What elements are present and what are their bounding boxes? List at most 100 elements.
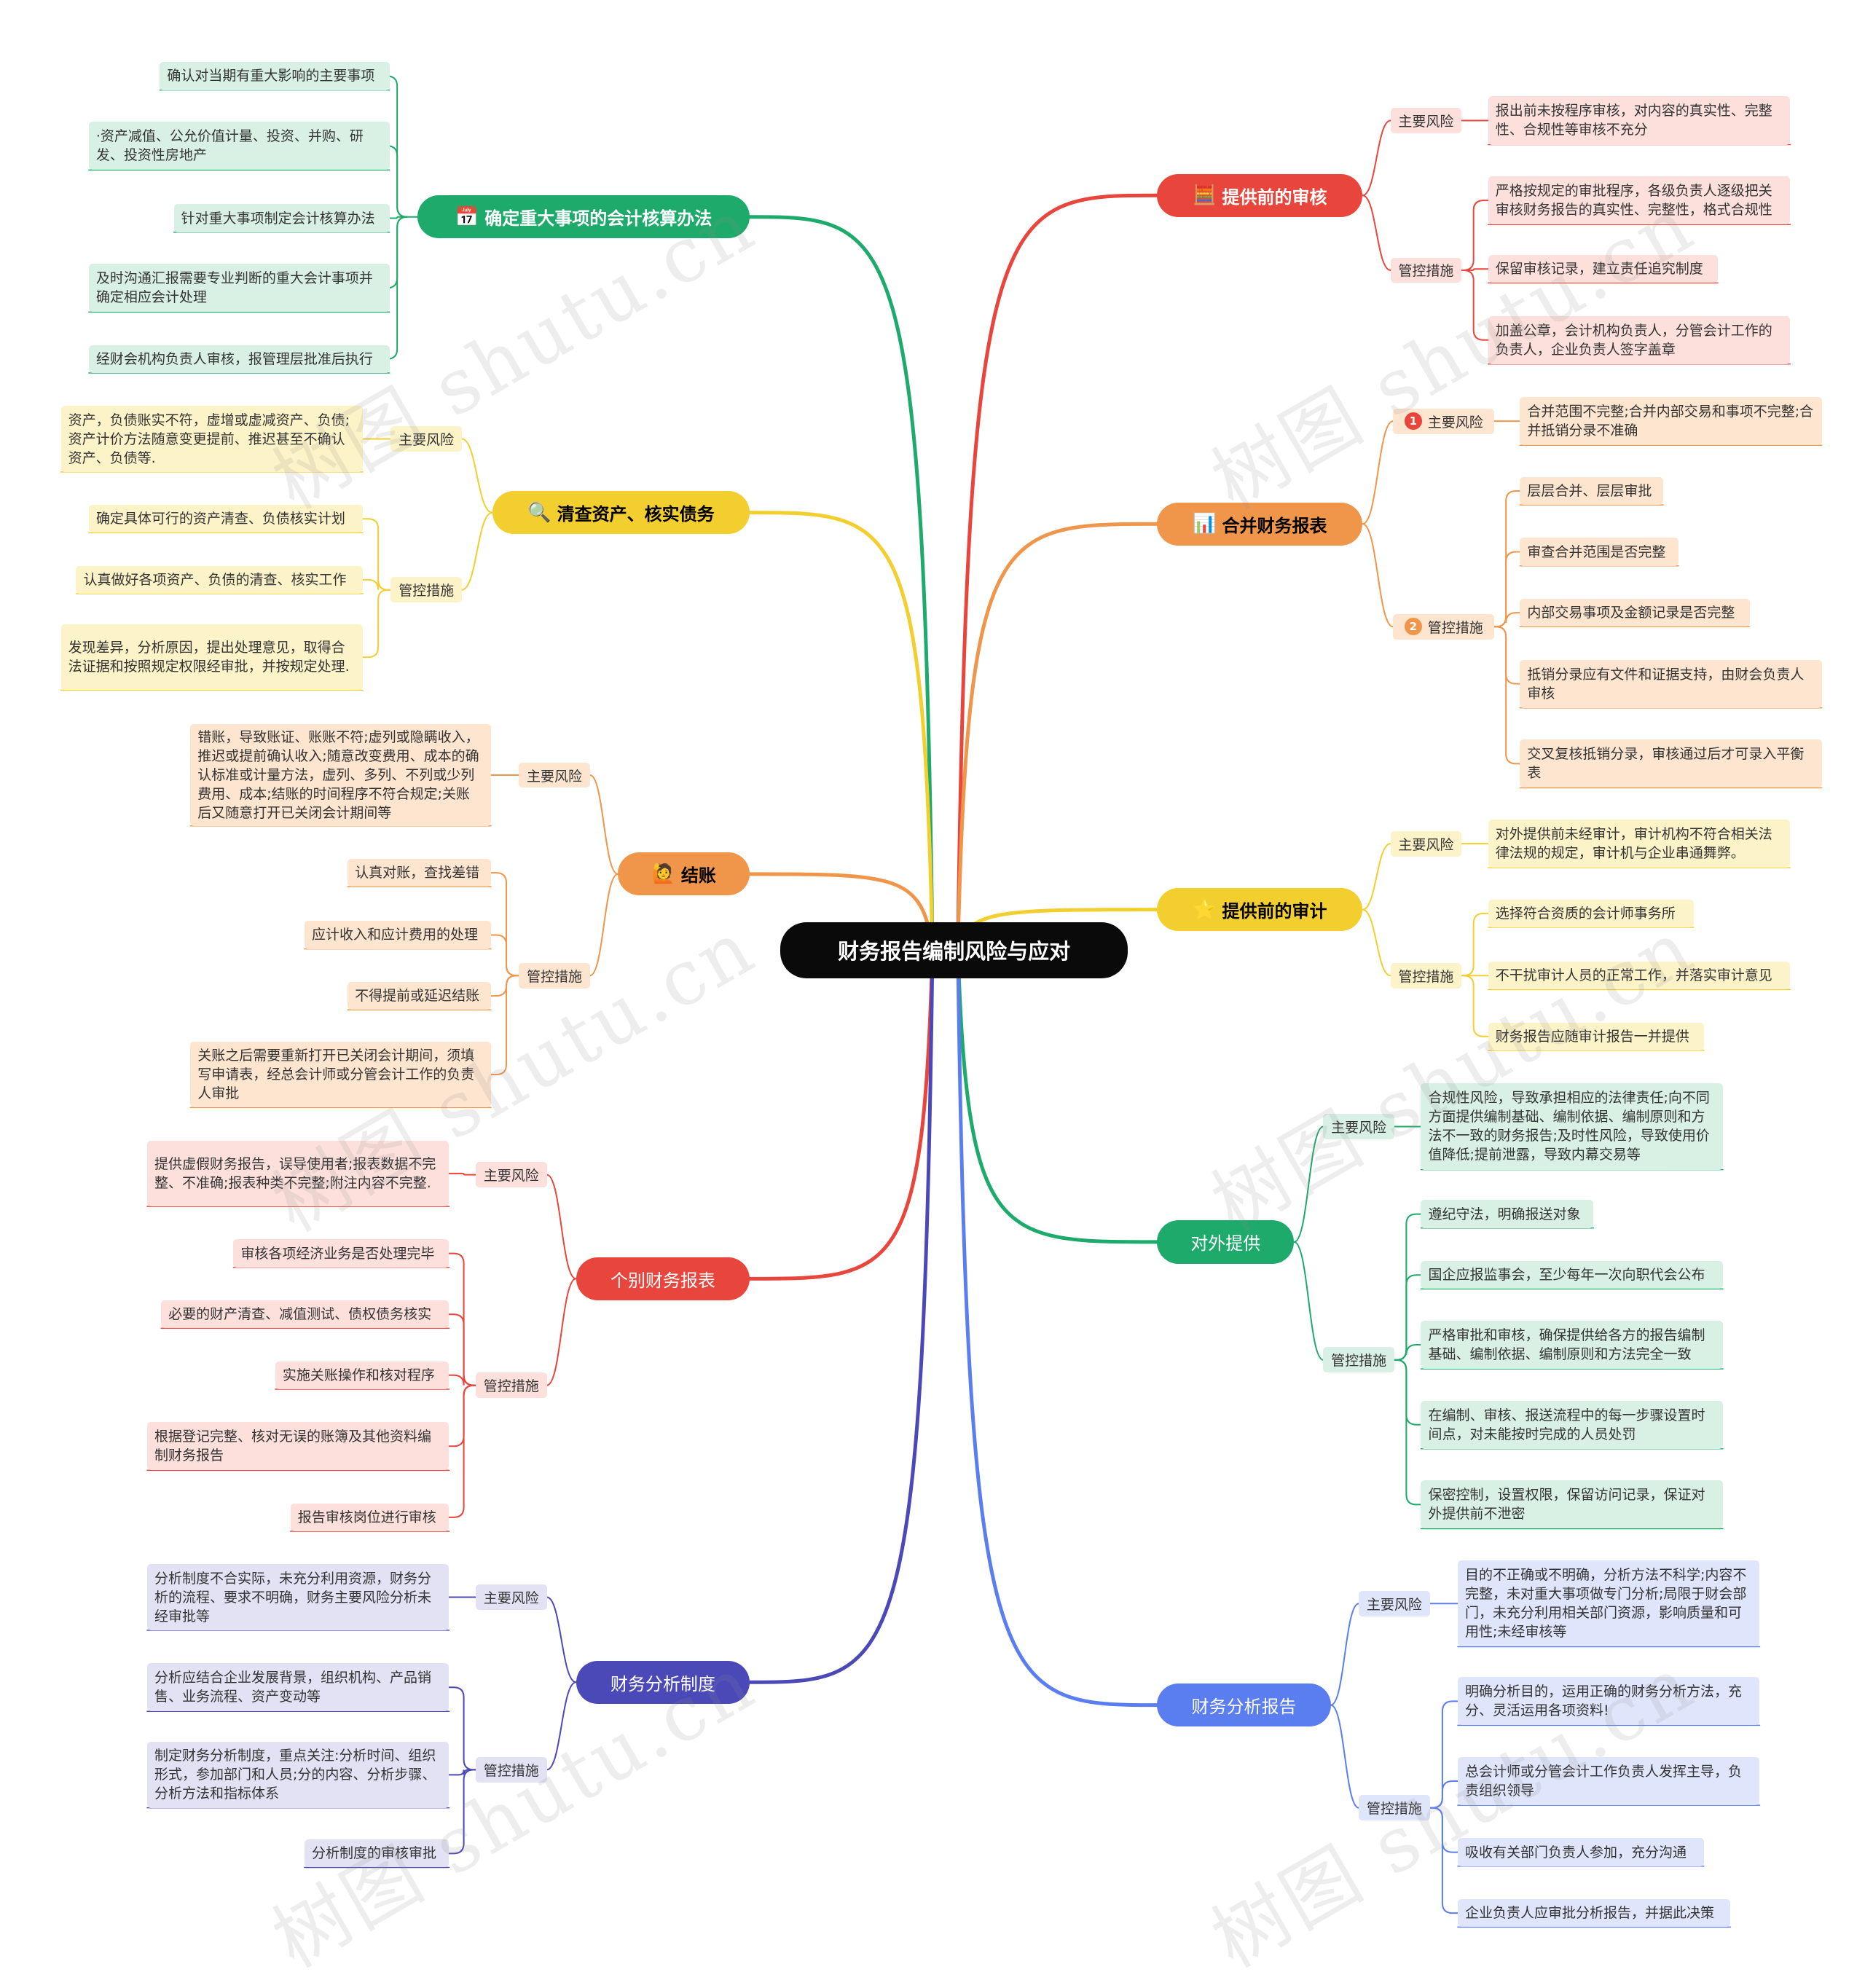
leaf-topic[interactable]: 审核各项经济业务是否处理完毕 [233, 1239, 449, 1268]
leaf-topic[interactable]: 确定具体可行的资产清查、负债核实计划 [88, 505, 364, 533]
leaf-topic[interactable]: 抵销分录应有文件和证据支持，由财会负责人审核 [1520, 659, 1822, 708]
leaf-text: 不干扰审计人员的正常工作，并落实审计意见 [1495, 967, 1772, 984]
leaf-text: 在编制、审核、报送流程中的每一步骤设置时间点，对未能按时完成的人员处罚 [1428, 1407, 1705, 1442]
leaf-topic[interactable]: 选择符合资质的会计师事务所 [1488, 899, 1694, 928]
leaf-connector [1393, 1359, 1422, 1506]
leaf-topic[interactable]: 总会计师或分管会计工作负责人发挥主导，负责组织领导 [1457, 1756, 1760, 1806]
leaf-text: 制定财务分析制度，重点关注:分析时间、组织形式，参加部门和人员;分的内容、分析步… [154, 1748, 436, 1802]
branch-topic[interactable]: 🧮提供前的审核 [1157, 173, 1363, 217]
number-badge: 1 [1404, 412, 1422, 431]
leaf-topic[interactable]: 资产，负债账实不符，虚增或虚减资产、负债;资产计价方法随意变更提前、推迟甚至不确… [60, 406, 364, 472]
leaf-topic[interactable]: 认真做好各项资产、负债的清查、核实工作 [76, 565, 364, 594]
leaf-topic[interactable]: 错账，导致账证、账账不符;虚列或隐瞒收入，推迟或提前确认收入;随意改变费用、成本… [190, 724, 491, 826]
leaf-topic[interactable]: 严格审批和审核，确保提供给各方的报告编制基础、编制依据、编制原则和方法完全一致 [1421, 1320, 1723, 1370]
branch-topic[interactable]: ⭐提供前的审计 [1157, 888, 1363, 932]
leaf-text: 及时沟通汇报需要专业判断的重大会计事项并确定相应会计处理 [95, 270, 373, 306]
leaf-topic[interactable]: 交叉复核抵销分录，审核通过后才可录入平衡表 [1520, 739, 1822, 788]
branch-topic[interactable]: 📅确定重大事项的会计核算办法 [417, 195, 750, 239]
leaf-topic[interactable]: 发现差异，分析原因，提出处理意见，取得合法证据和按照规定权限经审批，并按规定处理… [60, 624, 364, 691]
sub-topic-label: 管控措施 [1427, 619, 1483, 636]
branch-topic[interactable]: 🔍清查资产、核实债务 [492, 490, 750, 535]
leaf-connector [1493, 490, 1521, 628]
branch-topic[interactable]: 个别财务报表 [576, 1257, 750, 1301]
leaf-topic[interactable]: 合并范围不完整;合并内部交易和事项不完整;合并抵销分录不准确 [1520, 397, 1822, 446]
leaf-text: 层层合并、层层审批 [1527, 482, 1652, 499]
leaf-text: 目的不正确或不明确，分析方法不科学;内容不完整，未对重大事项做专门分析;局限于财… [1464, 1567, 1747, 1641]
leaf-topic[interactable]: 明确分析目的，运用正确的财务分析方法，充分、灵活运用各项资料! [1457, 1677, 1760, 1726]
leaf-topic[interactable]: 制定财务分析制度，重点关注:分析时间、组织形式，参加部门和人员;分的内容、分析步… [147, 1742, 449, 1808]
sub-topic[interactable]: 管控措施 [519, 962, 590, 989]
leaf-topic[interactable]: 应计收入和应计费用的处理 [304, 921, 491, 949]
sub-topic-label: 管控措施 [483, 1762, 539, 1779]
leaf-topic[interactable]: 经财会机构负责人审核，报管理层批准后执行 [88, 345, 390, 373]
leaf-topic[interactable]: 国企应报监事会，至少每年一次向职代会公布 [1421, 1261, 1723, 1289]
leaf-topic[interactable]: 严格按规定的审批程序，各级负责人逐级把关审核财务报告的真实性、完整性，格式合规性 [1488, 176, 1791, 225]
leaf-topic[interactable]: 目的不正确或不明确，分析方法不科学;内容不完整，未对重大事项做专门分析;局限于财… [1457, 1560, 1760, 1647]
sub-topic[interactable]: 1 主要风险 [1393, 408, 1495, 434]
leaf-topic[interactable]: 分析制度的审核审批 [304, 1839, 449, 1868]
branch-topic[interactable]: 🙋结账 [618, 852, 750, 896]
leaf-text: 提供虚假财务报告，误导使用者;报表数据不完整、不准确;报表种类不完整;附注内容不… [154, 1155, 436, 1191]
leaf-topic[interactable]: 根据登记完整、核对无误的账簿及其他资料编制财务报告 [147, 1422, 449, 1471]
leaf-topic[interactable]: 关账之后需要重新打开已关闭会计期间，须填写申请表，经总会计师或分管会计工作的负责… [190, 1041, 491, 1108]
leaf-topic[interactable]: 财务报告应随审计报告一并提供 [1488, 1022, 1704, 1050]
sub-topic[interactable]: 管控措施 [476, 1372, 547, 1399]
branch-topic[interactable]: 财务分析制度 [576, 1660, 750, 1704]
leaf-topic[interactable]: 必要的财产清查、减值测试、债权债务核实 [161, 1300, 449, 1329]
leaf-connector [490, 975, 520, 997]
leaf-topic[interactable]: 吸收有关部门负责人参加，充分沟通 [1457, 1838, 1704, 1866]
leaf-connector [490, 872, 520, 977]
sub-topic[interactable]: 主要风险 [1323, 1114, 1394, 1139]
leaf-topic[interactable]: 层层合并、层层审批 [1520, 476, 1664, 506]
leaf-topic[interactable]: ·资产减值、公允价值计量、投资、并购、研发、投资性房地产 [88, 122, 390, 170]
sub-topic[interactable]: 主要风险 [476, 1584, 547, 1610]
leaf-text: 内部交易事项及金额记录是否完整 [1527, 605, 1735, 621]
leaf-topic[interactable]: 对外提供前未经审计，审计机构不符合相关法律法规的规定，审计机与企业串通舞弊。 [1488, 820, 1791, 868]
leaf-text: 企业负责人应审批分析报告，并据此决策 [1464, 1905, 1714, 1922]
leaf-topic[interactable]: 提供虚假财务报告，误导使用者;报表数据不完整、不准确;报表种类不完整;附注内容不… [147, 1140, 449, 1207]
sub-topic[interactable]: 管控措施 [390, 577, 462, 603]
sub-topic[interactable]: 主要风险 [1390, 108, 1462, 133]
leaf-topic[interactable]: 及时沟通汇报需要专业判断的重大会计事项并确定相应会计处理 [88, 264, 390, 313]
sub-topic[interactable]: 管控措施 [1323, 1347, 1394, 1373]
leaf-topic[interactable]: 报出前未按程序审核，对内容的真实性、完整性、合规性等审核不充分 [1488, 96, 1791, 145]
branch-topic[interactable]: 📊合并财务报表 [1157, 502, 1363, 546]
sub-topic[interactable]: 主要风险 [1390, 830, 1462, 857]
sub-topic[interactable]: 主要风险 [1359, 1590, 1430, 1616]
leaf-topic[interactable]: 认真对账，查找差错 [348, 858, 491, 887]
leaf-topic[interactable]: 遵纪守法，明确报送对象 [1421, 1200, 1594, 1228]
leaf-topic[interactable]: 不得提前或延迟结账 [348, 981, 491, 1010]
sub-topic[interactable]: 主要风险 [390, 426, 462, 452]
leaf-topic[interactable]: 加盖公章，会计机构负责人，分管会计工作的负责人，企业负责人签字盖章 [1488, 315, 1791, 364]
leaf-topic[interactable]: 报告审核岗位进行审核 [290, 1503, 449, 1531]
branch-topic[interactable]: 财务分析报告 [1157, 1683, 1331, 1727]
sub-topic[interactable]: 主要风险 [476, 1162, 547, 1188]
leaf-topic[interactable]: 分析应结合企业发展背景，组织机构、产品销售、业务流程、资产变动等 [147, 1663, 449, 1712]
leaf-topic[interactable]: 保密控制，设置权限，保留访问记录，保证对外提供前不泄密 [1421, 1480, 1723, 1529]
leaf-topic[interactable]: 审查合并范围是否完整 [1520, 538, 1678, 566]
sub-topic[interactable]: 管控措施 [1390, 962, 1462, 989]
leaf-topic[interactable]: 不干扰审计人员的正常工作，并落实审计意见 [1488, 962, 1791, 990]
leaf-topic[interactable]: 保留审核记录，建立责任追究制度 [1488, 255, 1718, 283]
leaf-text: 遵纪守法，明确报送对象 [1428, 1206, 1581, 1222]
leaf-topic[interactable]: 合规性风险，导致承担相应的法律责任;向不同方面提供编制基础、编制依据、编制原则和… [1421, 1083, 1723, 1170]
branch-topic[interactable]: 对外提供 [1157, 1220, 1295, 1264]
leaf-topic[interactable]: 确认对当期有重大影响的主要事项 [160, 62, 390, 90]
sub-topic-label: 主要风险 [1427, 414, 1483, 431]
leaf-topic[interactable]: 内部交易事项及金额记录是否完整 [1520, 598, 1750, 627]
leaf-topic[interactable]: 分析制度不合实际，未充分利用资源，财务分析的流程、要求不明确，财务主要风险分析未… [147, 1564, 449, 1630]
leaf-topic[interactable]: 企业负责人应审批分析报告，并据此决策 [1457, 1899, 1731, 1928]
sub-connector [460, 438, 493, 514]
root-topic[interactable]: 财务报告编制风险与应对 [780, 922, 1128, 978]
leaf-topic[interactable]: 在编制、审核、报送流程中的每一步骤设置时间点，对未能按时完成的人员处罚 [1421, 1400, 1723, 1449]
sub-topic[interactable]: 管控措施 [476, 1756, 547, 1783]
sub-topic-label: 管控措施 [527, 968, 583, 985]
sub-connector [1330, 1704, 1360, 1809]
leaf-topic[interactable]: 实施关账操作和核对程序 [275, 1361, 449, 1389]
sub-topic[interactable]: 管控措施 [1359, 1795, 1430, 1821]
leaf-connector [1429, 1700, 1458, 1809]
leaf-topic[interactable]: 针对重大事项制定会计核算办法 [173, 204, 390, 232]
sub-topic[interactable]: 管控措施 [1390, 257, 1462, 283]
sub-topic[interactable]: 主要风险 [519, 762, 590, 788]
